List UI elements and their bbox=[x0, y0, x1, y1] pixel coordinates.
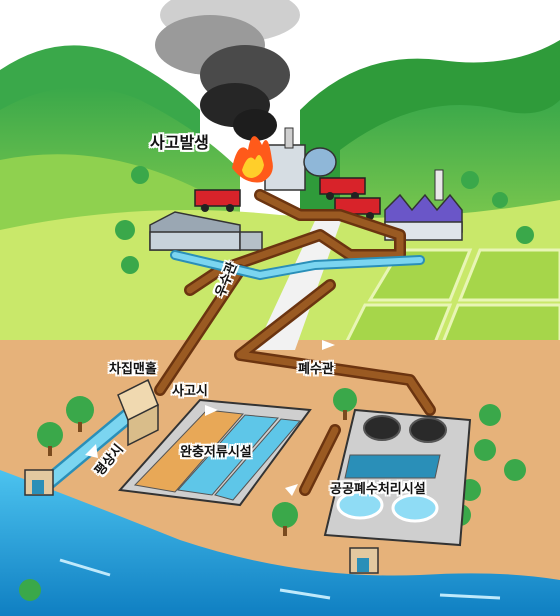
on-accident-label: 사고시 bbox=[172, 384, 208, 399]
interceptor-manhole-label: 차집맨홀 bbox=[109, 362, 157, 377]
road bbox=[255, 210, 345, 350]
public-treatment-label: 공공폐수처리시설 bbox=[330, 482, 426, 497]
outfall-left bbox=[24, 469, 54, 496]
river-flow-arrows bbox=[59, 558, 501, 600]
wastewater-pipes bbox=[154, 189, 436, 496]
accident-label: 사고발생 bbox=[150, 133, 209, 152]
factory-right bbox=[384, 169, 463, 241]
flow-arrows bbox=[85, 340, 335, 496]
smoke-plume bbox=[155, 0, 300, 141]
trees bbox=[19, 166, 534, 601]
stormwater-pipes bbox=[37, 250, 425, 493]
interceptor-manhole bbox=[117, 378, 159, 447]
outfall-right bbox=[349, 547, 379, 574]
buffer-storage-facility bbox=[117, 398, 312, 507]
river bbox=[0, 470, 560, 616]
wastewater-pipe-label: 폐수관 bbox=[298, 362, 334, 377]
fire-trucks bbox=[194, 177, 381, 220]
fire bbox=[232, 136, 273, 183]
buffer-storage-label: 완충저류시설 bbox=[180, 445, 252, 460]
public-treatment-facility bbox=[323, 408, 472, 547]
factory-left bbox=[149, 211, 263, 251]
